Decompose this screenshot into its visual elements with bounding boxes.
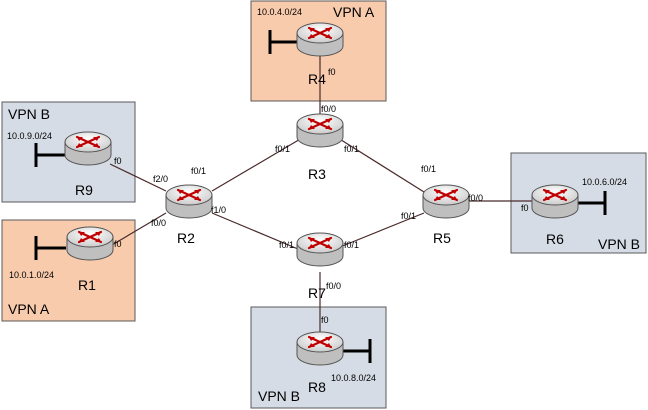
iface-label-r7-f01-left: f0/1 (279, 240, 294, 250)
iface-label-r3-f01-left: f0/1 (275, 144, 290, 154)
link-r1-r2 (111, 212, 167, 246)
iface-label-r7-f00: f0/0 (326, 281, 341, 291)
router-label-r7: R7 (308, 285, 326, 301)
router-icon-r4 (296, 22, 344, 57)
iface-label-r2-f01: f0/1 (191, 166, 206, 176)
lan-stub-r8 (340, 339, 372, 363)
vpn-label: VPN B (258, 388, 300, 404)
iface-label-r7-f01-right: f0/1 (344, 240, 359, 250)
router-label-r1: R1 (78, 277, 96, 293)
subnet-label-r4: 10.0.4.0/24 (257, 7, 302, 17)
router-label-r4: R4 (308, 71, 326, 87)
subnet-label-r6: 10.0.6.0/24 (582, 177, 627, 187)
router-label-r8: R8 (308, 379, 326, 395)
routers (64, 22, 579, 366)
lan-stub-r6 (575, 191, 607, 215)
links (109, 55, 533, 335)
lan-stub-r9 (34, 143, 66, 167)
router-label-r5: R5 (433, 230, 451, 246)
router-label-r2: R2 (177, 230, 195, 246)
site-box-r9: VPN B (1, 101, 136, 203)
lan-stubs (34, 30, 607, 363)
router-labels: R4 R3 R9 R2 R1 R5 R6 R7 R8 (75, 71, 564, 395)
subnet-label-r8: 10.0.8.0/24 (331, 373, 376, 383)
subnet-label-r9: 10.0.9.0/24 (7, 131, 52, 141)
iface-label-r2-f20: f2/0 (153, 174, 168, 184)
iface-label-r2-f00: f0/0 (151, 218, 166, 228)
router-icon-r7 (296, 232, 344, 267)
interface-labels: f0 f0/0 f0/1 f0/1 f0 f2/0 f0/1 f1/0 f0/0… (114, 67, 529, 325)
lan-stub-r1 (34, 236, 66, 260)
router-icon-r9 (64, 131, 112, 166)
vpn-label: VPN B (8, 106, 50, 122)
subnet-label-r1: 10.0.1.0/24 (9, 270, 54, 280)
iface-label-r5-f01-top: f0/1 (421, 164, 436, 174)
router-icon-r8 (296, 331, 344, 366)
iface-label-r3-f00: f0/0 (321, 104, 336, 114)
router-label-r6: R6 (546, 231, 564, 247)
iface-label-r2-f10: f1/0 (211, 205, 226, 215)
router-icon-r5 (422, 184, 470, 219)
iface-label-r1-f0: f0 (114, 239, 122, 249)
link-r2-r7 (211, 212, 299, 250)
router-icon-r6 (531, 184, 579, 219)
site-box-r4: VPN A (250, 0, 387, 102)
link-r7-r5 (339, 212, 425, 248)
router-icon-r1 (66, 226, 114, 261)
vpn-label: VPN B (598, 236, 640, 252)
iface-label-r5-f00: f0/0 (468, 193, 483, 203)
iface-label-r5-f01-bottom: f0/1 (401, 211, 416, 221)
router-label-r3: R3 (308, 166, 326, 182)
router-label-r9: R9 (75, 182, 93, 198)
iface-label-r8-f0: f0 (321, 315, 329, 325)
router-icon-r3 (296, 113, 344, 148)
iface-label-r6-f0: f0 (521, 203, 529, 213)
link-r3-r5 (337, 137, 425, 193)
link-r3-r2 (211, 137, 303, 192)
router-icon-r2 (165, 184, 213, 219)
iface-label-r9-f0: f0 (114, 156, 122, 166)
vpn-label: VPN A (8, 301, 50, 317)
subnet-labels: 10.0.4.0/24 10.0.9.0/24 10.0.1.0/24 10.0… (7, 7, 627, 383)
iface-label-r4-f0: f0 (328, 67, 336, 77)
iface-label-r3-f01-right: f0/1 (344, 144, 359, 154)
vpn-label: VPN A (333, 4, 375, 20)
link-r9-r2 (109, 163, 167, 192)
